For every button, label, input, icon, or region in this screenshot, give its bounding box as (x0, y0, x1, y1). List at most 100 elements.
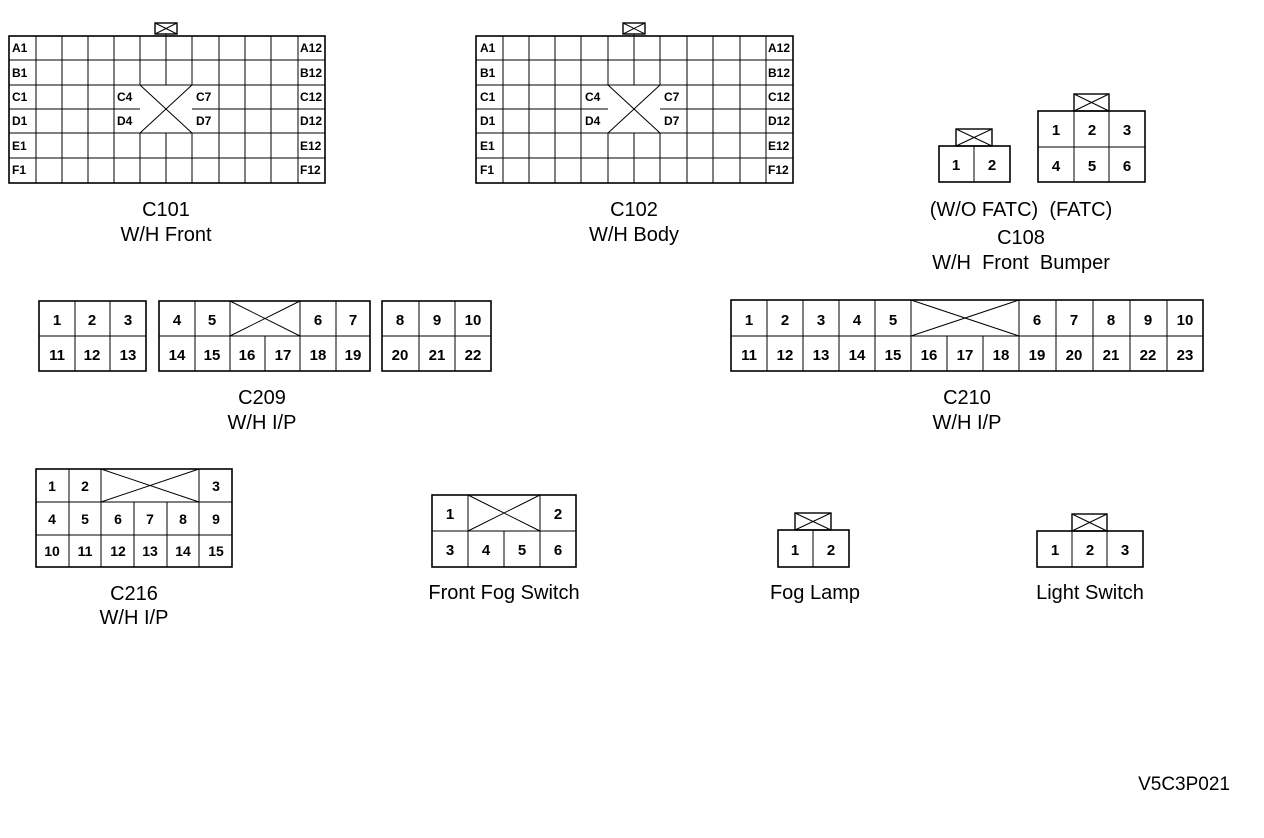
pin-label: 1 (446, 506, 454, 523)
pin-label: 9 (212, 511, 220, 527)
connector-c209 (38, 300, 492, 372)
pin-label: F1 (480, 163, 494, 177)
c210-pin-labels: 1 2 3 4 5 6 7 8 9 10 11 12 13 14 15 16 1… (741, 312, 1193, 364)
pin-label: 4 (482, 542, 491, 559)
pin-label: 1 (791, 542, 799, 559)
pin-label: 22 (465, 347, 482, 364)
pin-label: 2 (1086, 542, 1094, 559)
connector-front-fog-switch (431, 494, 577, 568)
pin-label: B1 (480, 66, 496, 80)
connector-c101 (8, 22, 326, 184)
light-switch-label: Light Switch (1036, 582, 1144, 604)
pin-label: C7 (196, 90, 212, 104)
pin-label: 15 (208, 543, 224, 559)
pin-label: 14 (175, 543, 191, 559)
pin-label: 20 (1066, 347, 1083, 364)
connector-id-c108: C108 (997, 227, 1045, 249)
pin-label: 11 (741, 347, 757, 364)
pin-label: 16 (921, 347, 938, 364)
pin-label: 1 (48, 478, 56, 494)
pin-label: 5 (518, 542, 526, 559)
pin-label: A1 (480, 41, 496, 55)
pin-label: 3 (446, 542, 454, 559)
pin-label: F12 (300, 163, 321, 177)
c209-pin-labels: 1 2 3 4 5 6 7 8 9 10 11 12 13 14 15 16 1… (49, 312, 481, 364)
pin-label: B12 (300, 66, 322, 80)
pin-label: 12 (84, 347, 101, 364)
pin-label: 5 (81, 511, 89, 527)
pin-label: 21 (429, 347, 446, 364)
pin-label: C1 (12, 90, 28, 104)
pin-label: 13 (813, 347, 830, 364)
c108-large-pin-labels: 1 2 3 4 5 6 (1052, 122, 1131, 175)
pin-label: 10 (1177, 312, 1194, 329)
pin-label: 21 (1103, 347, 1120, 364)
pin-label: A12 (768, 41, 790, 55)
pin-label: 2 (81, 478, 89, 494)
pin-label: 5 (1088, 158, 1096, 175)
figure-code: V5C3P021 (1138, 774, 1230, 795)
pin-label: 6 (114, 511, 122, 527)
pin-label: 7 (1070, 312, 1078, 329)
pin-label: 10 (44, 543, 60, 559)
c102-pin-labels: A1 B1 C1 D1 E1 F1 A12 B12 C12 D12 E12 F1… (480, 41, 790, 177)
connector-fog-lamp (777, 512, 850, 568)
connector-id-c210: C210 (943, 387, 991, 409)
pin-label: E1 (480, 139, 495, 153)
connector-c108-large (1037, 93, 1146, 183)
pin-label: 23 (1177, 347, 1194, 364)
connector-c216 (35, 468, 233, 568)
pin-label: C12 (300, 90, 322, 104)
pin-label: 4 (1052, 158, 1061, 175)
pin-label: 2 (1088, 122, 1096, 139)
pin-label: C7 (664, 90, 680, 104)
pin-label: 14 (169, 347, 186, 364)
pin-label: 1 (952, 157, 960, 174)
light-switch-pin-labels: 1 2 3 (1051, 542, 1129, 559)
pin-label: 8 (179, 511, 187, 527)
pin-label: 2 (988, 157, 996, 174)
pin-label: E1 (12, 139, 27, 153)
connector-id-c209: C209 (238, 387, 286, 409)
pin-label: 6 (1123, 158, 1131, 175)
pin-label: 9 (433, 312, 441, 329)
connector-desc-c108: W/H Front Bumper (932, 252, 1110, 274)
pin-label: 9 (1144, 312, 1152, 329)
pin-label: 7 (146, 511, 154, 527)
pin-label: D1 (12, 114, 28, 128)
pin-label: C1 (480, 90, 496, 104)
pin-label: 5 (208, 312, 216, 329)
pin-label: 1 (1052, 122, 1060, 139)
connector-id-c216: C216 (110, 583, 158, 605)
pin-label: 6 (554, 542, 562, 559)
pin-label: C12 (768, 90, 790, 104)
pin-label: 3 (1121, 542, 1129, 559)
pin-label: 11 (78, 543, 93, 559)
pin-label: A1 (12, 41, 28, 55)
pin-label: 2 (554, 506, 562, 523)
pin-label: 20 (392, 347, 409, 364)
pin-label: 2 (781, 312, 789, 329)
pin-label: 14 (849, 347, 866, 364)
pin-label: 15 (885, 347, 902, 364)
connector-desc-c216: W/H I/P (100, 607, 169, 629)
pin-label: 8 (396, 312, 404, 329)
pin-label: 5 (889, 312, 897, 329)
pin-label: 6 (1033, 312, 1041, 329)
fog-lamp-pin-labels: 1 2 (791, 542, 835, 559)
pin-label: D12 (768, 114, 790, 128)
pin-label: 11 (49, 347, 65, 364)
pin-label: A12 (300, 41, 322, 55)
pin-label: 10 (465, 312, 482, 329)
connector-desc-c101: W/H Front (120, 224, 212, 246)
fog-lamp-label: Fog Lamp (770, 582, 860, 604)
pin-label: C4 (117, 90, 133, 104)
pin-label: 1 (745, 312, 753, 329)
pin-label: 18 (310, 347, 327, 364)
connector-desc-c102: W/H Body (589, 224, 679, 246)
pin-label: 13 (142, 543, 158, 559)
pin-label: 22 (1140, 347, 1157, 364)
pin-label: 17 (275, 347, 292, 364)
pin-label: 1 (53, 312, 61, 329)
